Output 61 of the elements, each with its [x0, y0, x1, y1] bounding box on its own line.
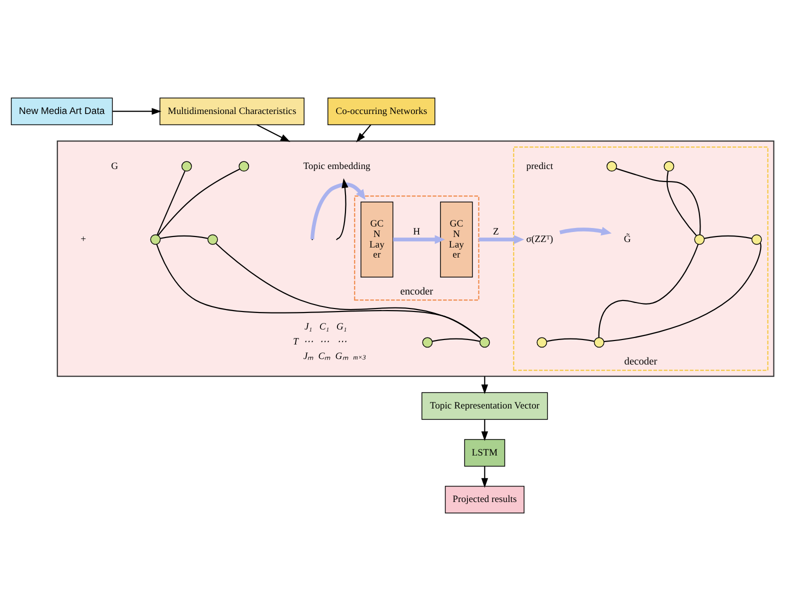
label: T — [292, 336, 298, 347]
arrow — [310, 182, 366, 239]
node-circle — [694, 234, 705, 244]
connector — [666, 170, 697, 236]
arrow — [112, 107, 162, 114]
node-box: GC N Lay er — [360, 201, 394, 277]
label: Jₘ — [303, 350, 314, 362]
label: C₁ — [319, 320, 330, 332]
node-box: Topic Representation Vector — [422, 392, 548, 420]
node-box: New Media Art Data — [10, 97, 113, 125]
connector — [156, 244, 482, 339]
connector — [432, 338, 480, 342]
arrow — [481, 466, 488, 488]
label: + — [80, 234, 86, 245]
label: ⋯ — [337, 336, 348, 347]
node-text: σ(ZZᵀ) — [526, 234, 554, 245]
connector — [616, 168, 701, 234]
node-box: Projected results — [444, 485, 524, 513]
node-circle — [150, 234, 161, 244]
node-text: G̃ — [624, 234, 631, 245]
arrow — [336, 178, 348, 239]
arrow — [356, 124, 372, 142]
node-circle — [422, 336, 433, 348]
label: Cₘ — [318, 350, 331, 362]
node-text: Topic embedding — [303, 160, 370, 172]
node-box: Multidimensional Characteristics — [160, 97, 304, 125]
arrow — [481, 419, 488, 441]
label: ⋯ — [320, 336, 330, 347]
label: ⋯ — [304, 336, 314, 347]
label: Gₘ — [335, 350, 348, 362]
node-circle — [606, 160, 617, 172]
connector — [160, 234, 208, 238]
node-box: Co-occurring Networks — [328, 97, 436, 125]
label: predict — [526, 160, 554, 172]
edge-label: Z — [493, 226, 499, 238]
connector — [158, 168, 240, 236]
arrow — [256, 124, 290, 142]
connector — [156, 170, 186, 235]
node-box: LSTM — [464, 438, 506, 466]
connector — [704, 234, 752, 238]
arrow — [478, 234, 524, 244]
connector — [604, 242, 762, 342]
cluster — [56, 140, 774, 376]
node-box: GC N Lay er — [440, 201, 473, 277]
node-circle — [751, 234, 762, 244]
node-circle — [479, 336, 490, 348]
arrow — [559, 226, 612, 236]
node-circle — [238, 160, 250, 172]
node-circle — [594, 336, 604, 348]
label: G — [111, 160, 118, 172]
label: G₁ — [336, 320, 347, 332]
node-circle — [536, 336, 548, 348]
label: J₁ — [304, 320, 312, 332]
node-circle — [664, 160, 674, 172]
arrow — [393, 234, 445, 244]
connector — [216, 242, 482, 339]
connector — [598, 244, 699, 337]
connector — [546, 338, 594, 342]
node-circle — [181, 160, 192, 172]
node-circle — [207, 234, 218, 244]
edge-label: H — [413, 226, 420, 238]
